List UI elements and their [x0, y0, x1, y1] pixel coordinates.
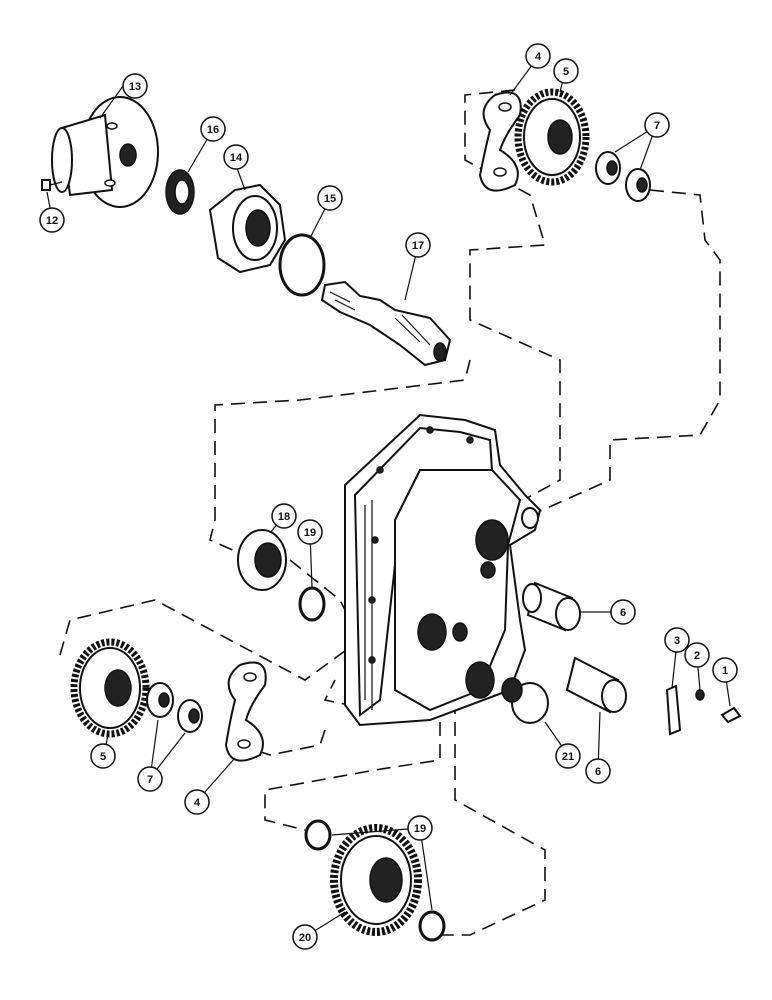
snap-ring-part-lower-left [304, 819, 332, 851]
svg-text:21: 21 [562, 751, 574, 763]
callout-4-lower: 4 [184, 789, 210, 815]
svg-text:14: 14 [230, 152, 243, 164]
callout-18: 18 [271, 503, 297, 529]
callout-15: 15 [317, 185, 343, 211]
callout-7-lower: 7 [137, 766, 163, 792]
callout-20: 20 [292, 924, 318, 950]
callout-6-lower: 6 [585, 758, 611, 784]
svg-text:5: 5 [100, 751, 106, 763]
svg-text:19: 19 [304, 527, 316, 539]
callout-16: 16 [200, 116, 226, 142]
callout-13: 13 [122, 73, 148, 99]
gearbox-housing [344, 413, 542, 727]
svg-text:18: 18 [278, 511, 290, 523]
svg-text:1: 1 [722, 665, 728, 677]
svg-text:6: 6 [595, 766, 601, 778]
snap-ring-part-mid [298, 586, 326, 622]
svg-text:12: 12 [46, 215, 58, 227]
svg-text:7: 7 [147, 774, 153, 786]
needle-bearing-part-top [595, 151, 651, 202]
svg-text:4: 4 [535, 51, 542, 63]
svg-text:2: 2 [694, 650, 700, 662]
callout-12: 12 [39, 207, 65, 233]
leader-lines [46, 56, 731, 936]
gasket-part-top [478, 91, 522, 192]
gasket-part-lower [224, 661, 267, 762]
svg-text:6: 6 [620, 607, 626, 619]
svg-text:3: 3 [674, 635, 680, 647]
callout-7-top: 7 [644, 112, 670, 138]
callout-5-lower: 5 [90, 743, 116, 769]
callout-4-top: 4 [525, 43, 551, 69]
svg-text:16: 16 [207, 124, 219, 136]
svg-text:17: 17 [412, 240, 424, 252]
svg-text:15: 15 [324, 193, 336, 205]
gear-part-20 [330, 824, 422, 936]
callout-14: 14 [223, 144, 249, 170]
retainer-part [208, 183, 287, 274]
svg-text:7: 7 [654, 120, 660, 132]
gear-part-lower [70, 638, 150, 738]
callout-1: 1 [712, 657, 738, 683]
callout-19-mid: 19 [297, 519, 323, 545]
seal-part [165, 169, 195, 215]
bolt-part [41, 179, 63, 191]
callout-3: 3 [664, 627, 690, 653]
callout-2: 2 [684, 642, 710, 668]
svg-text:4: 4 [194, 797, 201, 809]
gear-part-top [514, 88, 590, 186]
callout-6-upper: 6 [610, 599, 636, 625]
o-ring-part [278, 233, 326, 297]
washer-part [695, 689, 705, 701]
lock-plate-part [665, 684, 682, 736]
pin-part-lower [565, 656, 627, 714]
callout-5-top: 5 [553, 58, 579, 84]
snap-ring-part-lower-right [418, 910, 446, 942]
bushing-part [501, 677, 549, 724]
pin-part-upper [522, 581, 581, 632]
svg-text:13: 13 [129, 81, 141, 93]
bearing-part-18 [237, 529, 287, 591]
svg-text:20: 20 [299, 932, 311, 944]
needle-bearing-part-lower [146, 682, 203, 733]
callout-17: 17 [405, 232, 431, 258]
screw-part [720, 706, 742, 724]
callout-21: 21 [555, 743, 581, 769]
callout-19-lower: 19 [407, 815, 433, 841]
shaft-part [320, 280, 452, 367]
svg-text:19: 19 [414, 823, 426, 835]
flange-plate-part [51, 96, 159, 208]
svg-text:5: 5 [563, 66, 569, 78]
